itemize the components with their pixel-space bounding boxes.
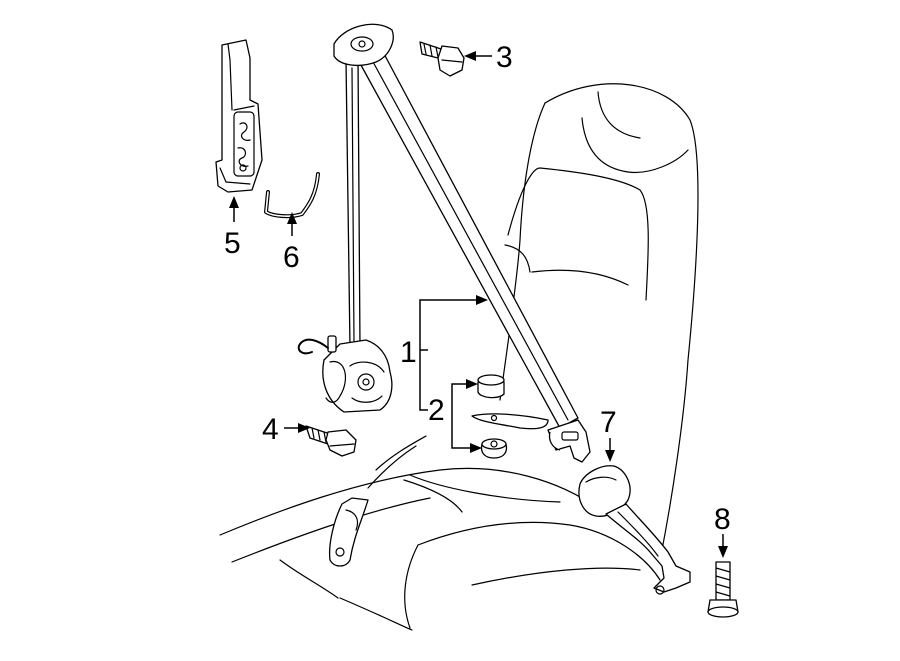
callout-5: 5	[224, 227, 241, 260]
callout-1: 1	[400, 336, 417, 369]
leader-lines	[229, 51, 728, 558]
part-7-buckle	[578, 465, 691, 595]
callout-7: 7	[600, 406, 617, 439]
seat-outline	[219, 83, 699, 631]
part-6-wire-clip	[264, 172, 320, 219]
callout-labels: 1 2 3 4 5 6 7 8	[224, 41, 731, 536]
callout-2: 2	[428, 394, 445, 427]
part-1-seat-belt-assembly	[297, 23, 591, 463]
part-5-guide-bracket	[215, 39, 263, 193]
lower-anchor	[328, 435, 427, 567]
callout-6: 6	[283, 241, 300, 274]
callout-8: 8	[714, 503, 731, 536]
part-8-screw	[707, 561, 739, 618]
part-4-bolt	[305, 425, 357, 457]
part-3-bolt	[419, 41, 465, 77]
callout-4: 4	[262, 413, 279, 446]
part-2-hardware	[471, 374, 549, 459]
callout-3: 3	[496, 41, 513, 74]
